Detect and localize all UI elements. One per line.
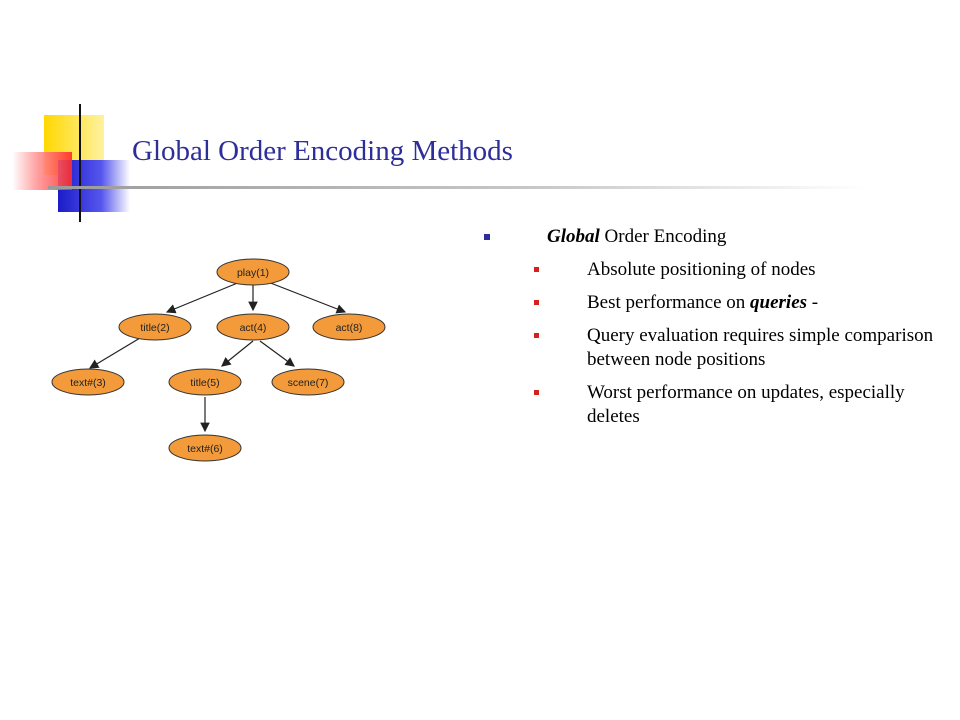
edge-act4-title5 [221, 340, 254, 367]
sub-bullet-text: Absolute positioning of nodes [587, 259, 816, 280]
sub-bullet-emphasis: queries [750, 292, 808, 313]
tree-node-title5: title(5) [168, 368, 242, 396]
bullet-emphasis: Global [547, 226, 600, 247]
decorative-corner-squares [12, 104, 130, 222]
tree-node-text3: text#(3) [51, 368, 125, 396]
tree-node-act8: act(8) [312, 313, 386, 341]
slide-title: Global Order Encoding Methods [132, 135, 513, 167]
sub-bullet-text: Worst performance on updates, especially… [587, 382, 905, 427]
sub-bullet-square-icon [534, 300, 539, 305]
tree-node-play: play(1) [216, 258, 290, 286]
svg-text:text#(6): text#(6) [187, 443, 223, 455]
bullet-list: Global Order Encoding Absolute positioni… [480, 224, 940, 438]
tree-node-title2: title(2) [118, 313, 192, 341]
sub-bullet-square-icon [534, 390, 539, 395]
sub-bullet-text-after: - [807, 292, 819, 313]
bullet-square-icon [484, 234, 490, 240]
title-underline [48, 186, 868, 189]
svg-text:scene(7): scene(7) [288, 377, 329, 389]
tree-node-scene7: scene(7) [271, 368, 345, 396]
svg-text:play(1): play(1) [237, 267, 269, 279]
bullet-global-order-encoding: Global Order Encoding [480, 224, 940, 250]
edge-title2-text3 [88, 337, 141, 369]
sub-bullet-list: Absolute positioning of nodes Best perfo… [480, 258, 940, 429]
sub-bullet-item: Absolute positioning of nodes [480, 258, 940, 282]
sub-bullet-item: Best performance on queries - [480, 291, 940, 315]
bullet-text: Order Encoding [599, 226, 727, 247]
edge-play-act8 [267, 281, 347, 314]
sub-bullet-item: Query evaluation requires simple compari… [480, 324, 940, 372]
sub-bullet-square-icon [534, 267, 539, 272]
edge-act4-scene7 [259, 340, 295, 367]
svg-text:act(8): act(8) [336, 322, 363, 334]
tree-node-text6: text#(6) [168, 434, 242, 462]
svg-text:title(5): title(5) [190, 377, 219, 389]
tree-node-act4: act(4) [216, 313, 290, 341]
svg-text:text#(3): text#(3) [70, 377, 106, 389]
svg-text:title(2): title(2) [140, 322, 169, 334]
sub-bullet-item: Worst performance on updates, especially… [480, 381, 940, 429]
edge-play-title2 [165, 281, 241, 314]
sub-bullet-text: Best performance on [587, 292, 751, 313]
sub-bullet-square-icon [534, 333, 539, 338]
xml-tree-diagram: play(1) title(2) act(4) act(8) text#(3) … [51, 258, 386, 462]
svg-text:act(4): act(4) [240, 322, 267, 334]
sub-bullet-text: Query evaluation requires simple compari… [587, 325, 934, 370]
